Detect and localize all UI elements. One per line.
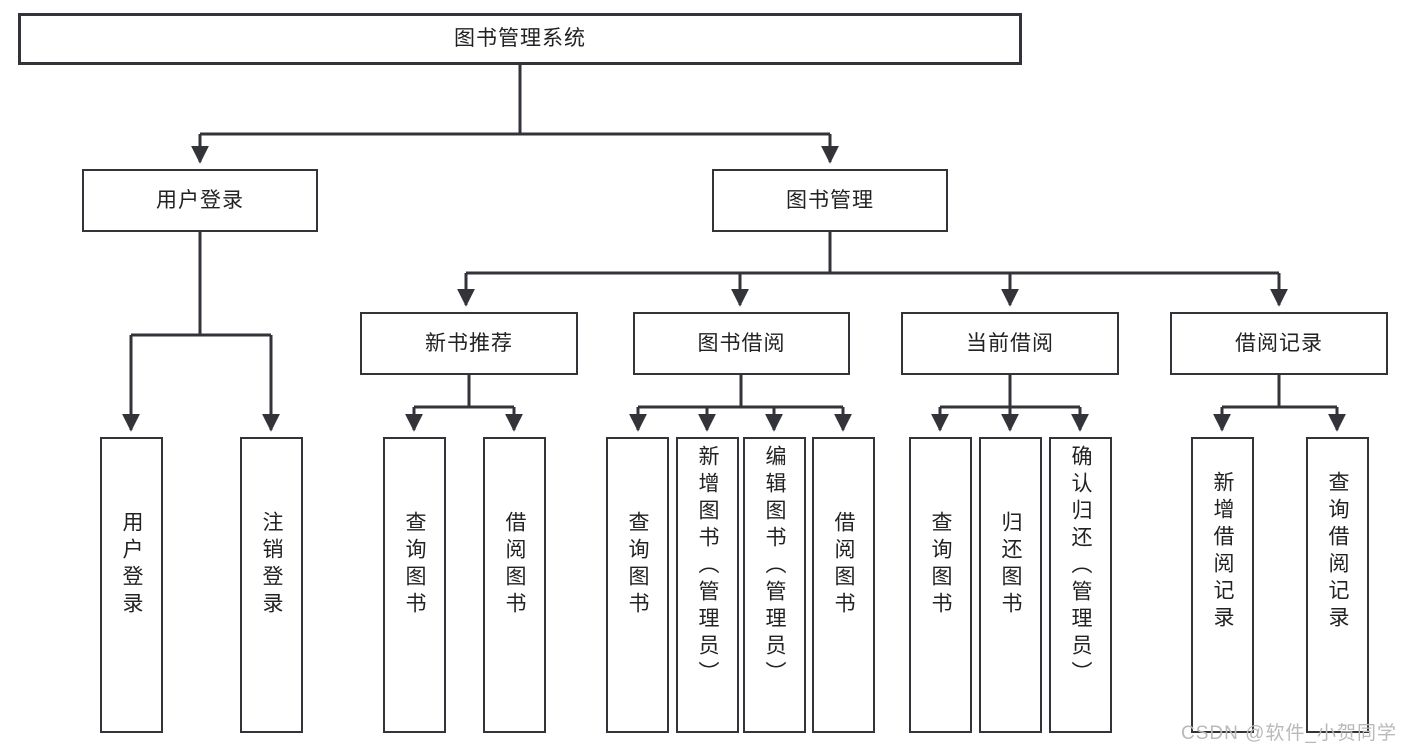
leaf-logout[interactable]: 注销登录 [240,437,303,733]
node-label: 用户登录 [120,511,143,619]
leaf-query-book-borrow[interactable]: 查询图书 [606,437,669,733]
node-label: 图书管理 [786,188,874,212]
node-label: 图书管理系统 [454,27,586,51]
node-label: 借阅记录 [1235,331,1323,355]
leaf-confirm-return-admin[interactable]: 确认归还（管理员） [1049,437,1112,733]
leaf-borrow-book-new[interactable]: 借阅图书 [483,437,546,733]
leaf-user-login[interactable]: 用户登录 [100,437,163,733]
node-label: 归还图书 [999,511,1022,619]
leaf-return-book[interactable]: 归还图书 [979,437,1042,733]
leaf-query-book-new[interactable]: 查询图书 [383,437,446,733]
node-label: 新增借阅记录 [1211,471,1234,633]
node-label: 查询图书 [929,511,952,619]
node-label: 当前借阅 [966,331,1054,355]
node-label: 查询图书 [403,511,426,619]
node-borrowing-records[interactable]: 借阅记录 [1170,312,1388,375]
node-label: 借阅图书 [503,511,526,619]
leaf-add-borrow-record[interactable]: 新增借阅记录 [1191,437,1254,733]
node-current-borrowing[interactable]: 当前借阅 [901,312,1119,375]
node-book-management[interactable]: 图书管理 [712,169,948,232]
node-label: 确认归还（管理员） [1069,445,1092,688]
node-label: 借阅图书 [832,511,855,619]
node-label: 编辑图书（管理员） [763,445,786,688]
leaf-add-book-admin[interactable]: 新增图书（管理员） [676,437,739,733]
node-label: 查询图书 [626,511,649,619]
node-root-book-management-system[interactable]: 图书管理系统 [18,13,1022,65]
node-label: 新增图书（管理员） [696,445,719,688]
node-user-login[interactable]: 用户登录 [82,169,318,232]
node-label: 新书推荐 [425,331,513,355]
leaf-edit-book-admin[interactable]: 编辑图书（管理员） [743,437,806,733]
leaf-query-book-current[interactable]: 查询图书 [909,437,972,733]
node-new-book-recommendation[interactable]: 新书推荐 [360,312,578,375]
node-label: 查询借阅记录 [1326,471,1349,633]
node-book-borrowing[interactable]: 图书借阅 [633,312,850,375]
node-label: 注销登录 [260,511,283,619]
node-label: 图书借阅 [697,331,786,355]
node-label: 用户登录 [156,188,244,212]
leaf-query-borrow-record[interactable]: 查询借阅记录 [1306,437,1369,733]
leaf-borrow-book[interactable]: 借阅图书 [812,437,875,733]
